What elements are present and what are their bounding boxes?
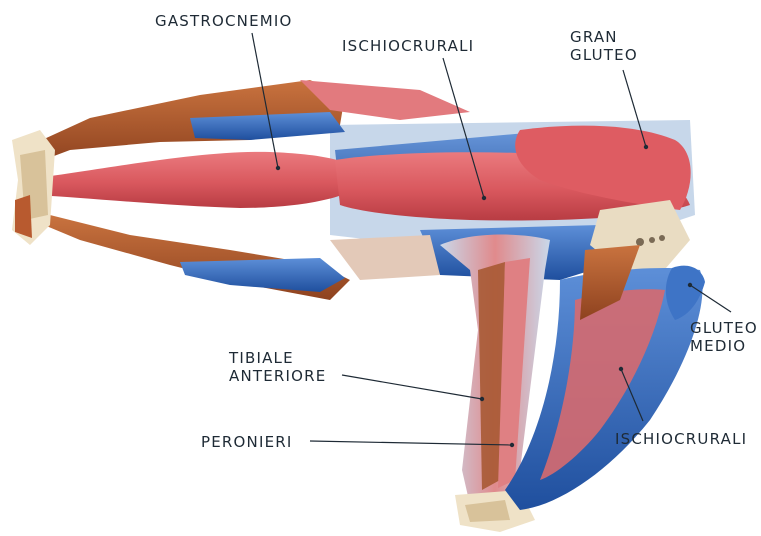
label-gastrocnemio: GASTROCNEMIO [155,12,293,30]
label-gluteo-medio: GLUTEO MEDIO [690,319,758,355]
gastrocnemio-muscle [35,152,370,208]
label-ischiocrurali-top: ISCHIOCRURALI [342,37,474,55]
lower-lower-leg [20,215,350,300]
label-tibiale-anteriore: TIBIALE ANTERIORE [229,349,326,385]
label-gran-gluteo: GRAN GLUTEO [570,28,638,64]
label-peronieri: PERONIERI [201,433,293,451]
label-ischiocrurali-bottom: ISCHIOCRURALI [615,430,747,448]
foot-shapes [12,130,55,245]
